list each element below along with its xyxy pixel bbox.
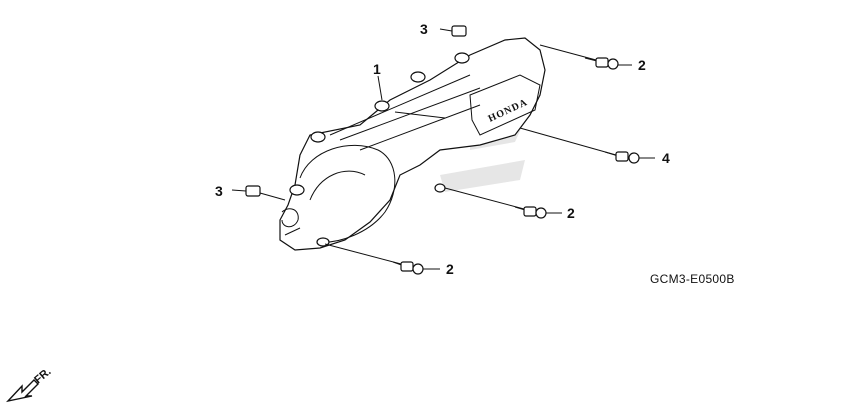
front-direction-arrow-icon: FR. — [5, 366, 54, 403]
dowel-pin-upper[interactable] — [439, 25, 467, 37]
callout-4: 4 — [662, 150, 670, 166]
flange-bolt-top[interactable] — [539, 44, 632, 70]
callout-2-middle: 2 — [567, 205, 575, 221]
callout-2-bottom: 2 — [446, 261, 454, 277]
left-crankcase-cover[interactable]: HONDA — [279, 37, 546, 251]
callout-3-top: 3 — [420, 21, 428, 37]
drawing-code: GCM3-E0500B — [650, 272, 735, 286]
callout-2-top: 2 — [638, 57, 646, 73]
flange-bolt-middle[interactable] — [444, 187, 562, 219]
flange-bolt-long[interactable] — [519, 127, 655, 164]
leader-part-1 — [377, 75, 383, 101]
dowel-pin-left[interactable] — [231, 185, 286, 201]
callout-3-left: 3 — [215, 183, 223, 199]
callout-1: 1 — [373, 61, 381, 77]
flange-bolt-bottom[interactable] — [324, 243, 440, 275]
